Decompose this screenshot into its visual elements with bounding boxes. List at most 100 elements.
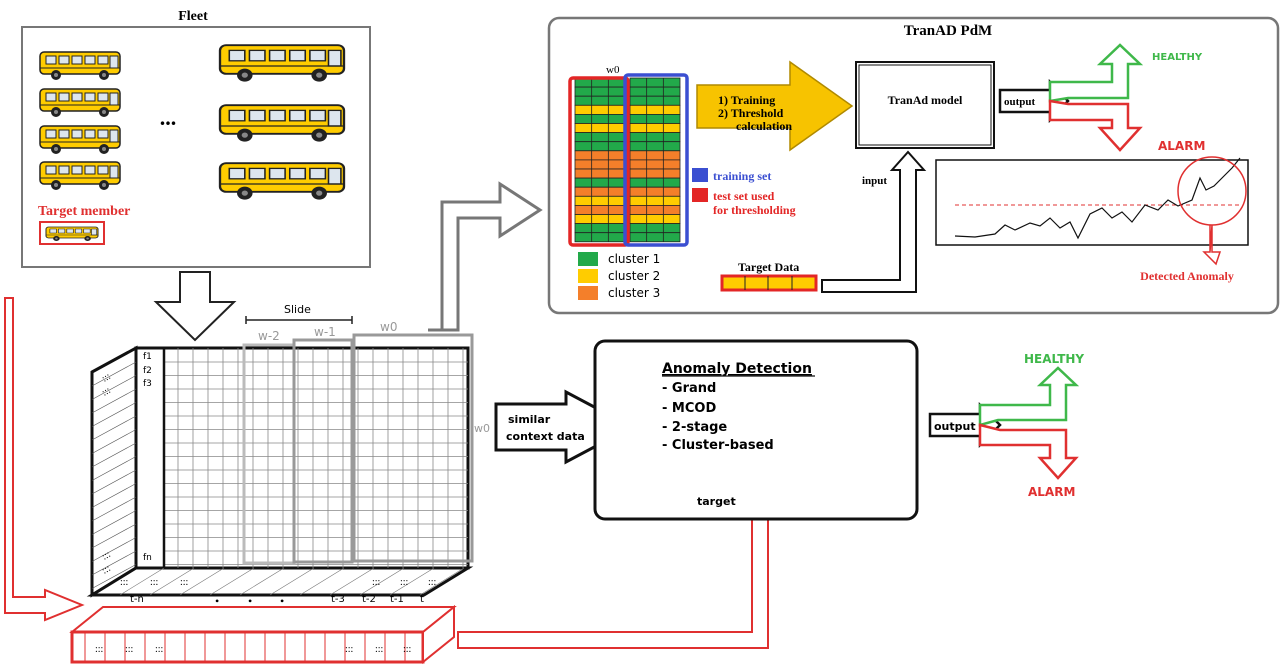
anomaly-detection-box: Anomaly Detection - Grand - MCOD - 2-sta…: [593, 339, 919, 521]
cell-dots: :::: [155, 644, 163, 655]
method-2-stage: - 2-stage: [662, 420, 727, 435]
slide-bracket: [245, 316, 353, 324]
cluster-row-cluster3: [574, 168, 626, 179]
training-step-2b: calculation: [736, 119, 792, 133]
matrix-bottom-line: [329, 567, 375, 596]
time-dot: •: [248, 594, 252, 608]
cell-dots: :::: [375, 644, 383, 655]
time-dot: •: [280, 594, 284, 608]
cluster-row-cluster2: [574, 123, 626, 134]
anomaly-series-line: [954, 157, 1241, 240]
cluster2-label: cluster 2: [608, 269, 660, 283]
cluster-row-cluster3: [574, 204, 626, 215]
matrix-bottom-line: [419, 567, 465, 596]
cluster-row-cluster1: [629, 132, 681, 143]
fleet-group: Fleet ... Target member: [21, 9, 371, 268]
matrix-side-line: [91, 375, 137, 400]
cell-dots: :::: [372, 577, 380, 588]
matrix-front: [134, 346, 470, 570]
cluster-row-cluster3: [629, 150, 681, 161]
target-label: target: [697, 495, 736, 508]
matrix-side-line: [91, 429, 137, 454]
target-strip-top: [69, 606, 457, 633]
cell-dots: :::: [400, 577, 408, 588]
cluster-row-cluster1: [574, 177, 626, 188]
tranad-window-label: w0: [606, 64, 620, 76]
cluster-row-cluster3: [574, 159, 626, 170]
target-data-box: [720, 274, 818, 292]
cell-dots: :::: [345, 644, 353, 655]
matrix-bottom-line: [269, 567, 315, 596]
cluster-row-cluster3: [574, 186, 626, 197]
cluster-row-cluster2: [574, 195, 626, 206]
time-label-t-1: t-1: [390, 594, 404, 605]
training-set-swatch: [692, 168, 708, 182]
training-set-label: training set: [713, 169, 771, 183]
fleet-title: Fleet: [178, 9, 208, 24]
matrix-side-line: [91, 537, 137, 562]
cluster-row-cluster2: [629, 104, 681, 115]
cluster-row-cluster1: [574, 223, 626, 234]
cell-dots: :::: [120, 577, 128, 588]
down-arrow-icon: [153, 271, 237, 342]
target-strip-side: [422, 604, 455, 665]
cluster-row-cluster2: [629, 195, 681, 206]
healthy-arrow-icon: [978, 366, 1080, 427]
tranad-alarm-arrow-icon: [1048, 99, 1143, 152]
matrix-bottom-line: [389, 567, 435, 596]
cell-dots: :::: [403, 644, 411, 655]
tranad-title: TranAD PdM: [904, 23, 992, 39]
fleet-ellipsis: ...: [160, 105, 177, 130]
side-w0-label: w0: [474, 422, 490, 435]
window-w-1: [292, 338, 354, 564]
matrix-bottom-line: [299, 567, 345, 596]
cluster1-label: cluster 1: [608, 252, 660, 266]
window-label-w-1: w-1: [314, 325, 336, 339]
training-step-1: 1) Training: [718, 93, 775, 107]
cluster-row-cluster1: [629, 141, 681, 152]
tranad-panel: TranAD PdM w0 cluster 1 cluster 2 cluste…: [547, 16, 1280, 315]
matrix-side-line: [91, 388, 137, 414]
method-mcod: - MCOD: [662, 401, 716, 416]
input-arrow-icon: [821, 150, 927, 293]
time-label-t-2: t-2: [362, 594, 376, 605]
test-set-label-1: test set used: [713, 189, 775, 203]
feature-label-f3: f3: [143, 379, 152, 389]
matrix-side-line: [91, 469, 137, 495]
cluster-row-cluster1: [574, 114, 626, 124]
strip-grid: [84, 632, 406, 662]
test-set-swatch: [692, 188, 708, 202]
matrix-side-line: [91, 510, 137, 535]
cluster-row-cluster1: [629, 114, 681, 124]
left-red-arrow-icon: [4, 297, 85, 622]
cell-dots: :::: [180, 577, 188, 588]
cluster-row-cluster1: [574, 86, 626, 97]
cluster3-swatch: [578, 286, 598, 300]
matrix-side-line: [91, 523, 137, 549]
tranad-healthy-arrow-icon: [1048, 43, 1144, 103]
time-label-t: t: [420, 594, 424, 605]
cluster1-swatch: [578, 252, 598, 266]
target-member-label: Target member: [38, 204, 130, 219]
time-label-t-n: t-n: [130, 594, 144, 605]
cluster2-swatch: [578, 269, 598, 283]
window-label-w-2: w-2: [258, 329, 280, 343]
output-label: output: [934, 420, 976, 433]
test-set-label-2: for thresholding: [713, 203, 796, 217]
cluster-row-cluster1: [629, 223, 681, 234]
tranad-gray-arrow-icon: [428, 181, 543, 332]
matrix-bottom-line: [119, 567, 165, 596]
window-label-w0: w0: [380, 320, 397, 334]
alarm-label: ALARM: [1028, 485, 1075, 499]
feature-label-f2: f2: [143, 366, 152, 376]
matrix-side-line: [91, 564, 137, 589]
time-dot: •: [215, 594, 219, 608]
cluster-row-cluster3: [629, 168, 681, 179]
matrix-bottom-line: [149, 567, 195, 596]
cell-dots: :::: [95, 644, 103, 655]
cluster-row-cluster1: [629, 86, 681, 97]
cell-dots: :::: [428, 577, 436, 588]
cluster-row-cluster2: [574, 214, 626, 225]
input-label: input: [862, 175, 887, 187]
